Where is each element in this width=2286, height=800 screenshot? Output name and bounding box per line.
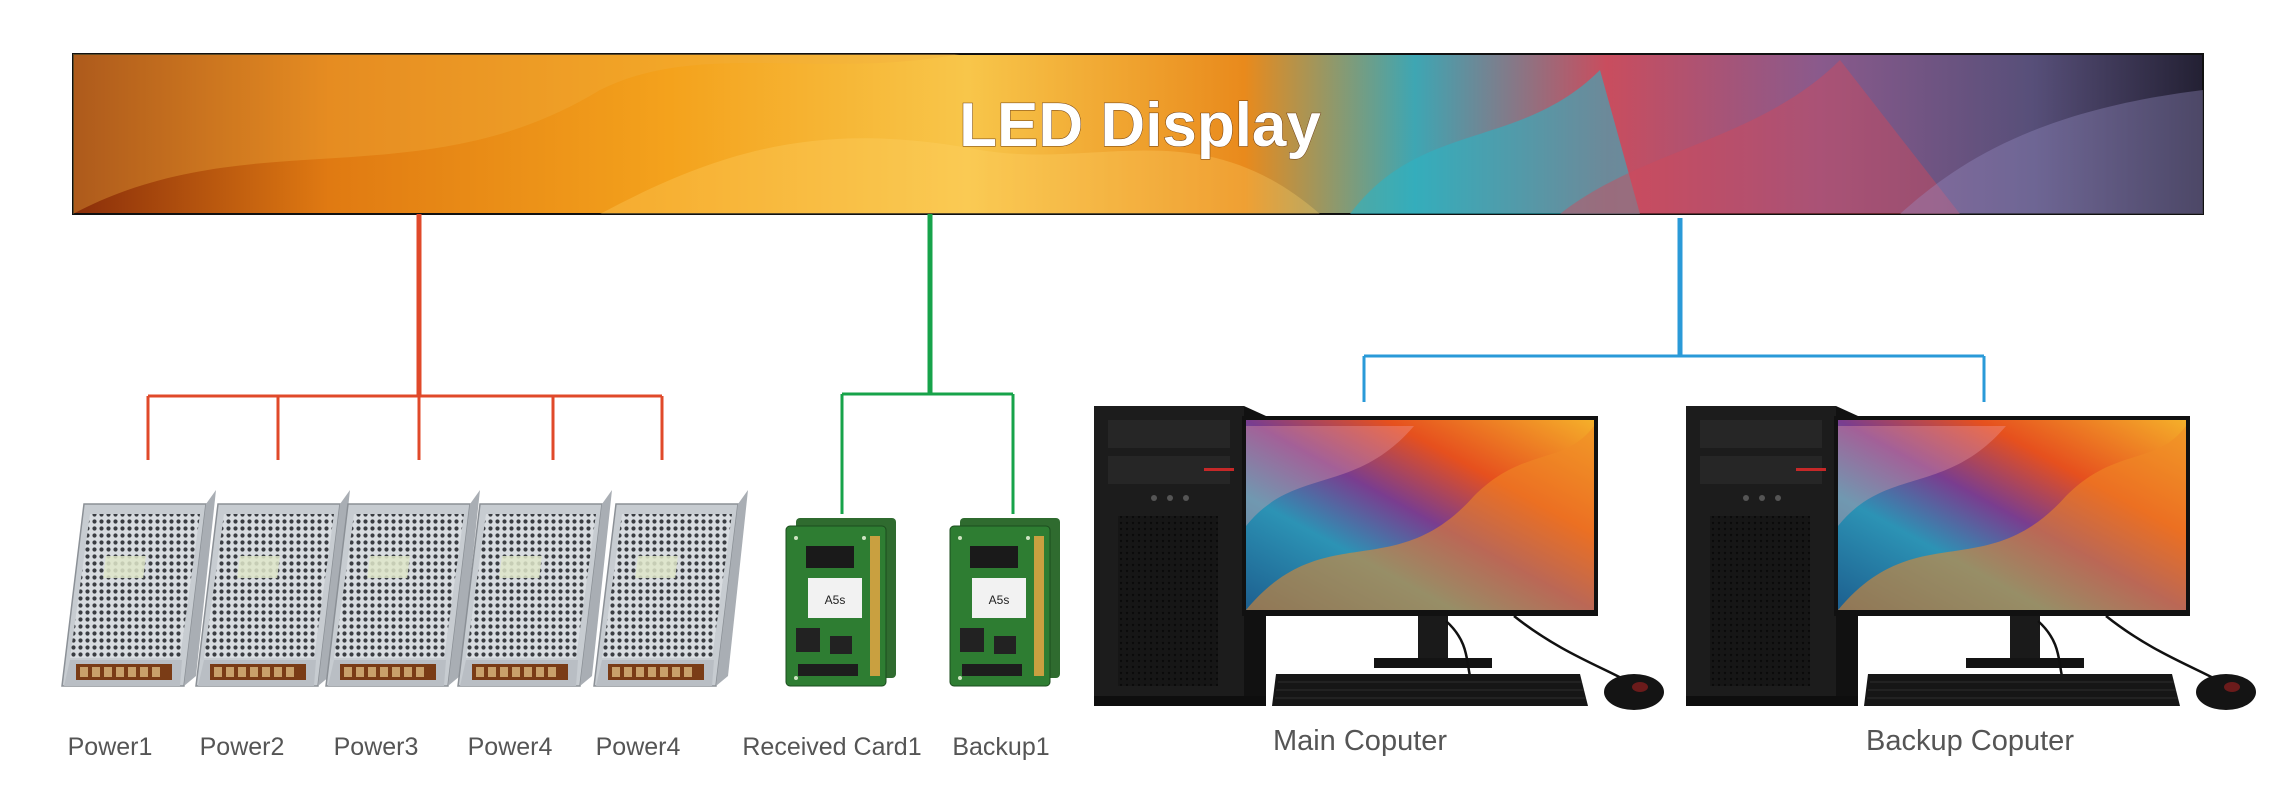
power-label-1: Power1 xyxy=(68,733,153,761)
power-label-2: Power2 xyxy=(200,733,285,761)
desktop-computer-icon xyxy=(1092,404,1666,712)
power-supply-icon xyxy=(61,489,217,687)
receiving-card-backup: A5s Backup1 xyxy=(949,517,1061,761)
power-label-5: Power4 xyxy=(596,733,681,761)
power-supply-4: Power4 xyxy=(457,489,613,761)
power-connectors xyxy=(146,214,664,460)
card-label-main: Received Card1 xyxy=(742,733,921,761)
power-supply-icon xyxy=(593,489,749,687)
card-connectors xyxy=(840,214,1015,514)
power-supply-3: Power3 xyxy=(325,489,481,761)
power-supply-icon xyxy=(325,489,481,687)
power-supply-icon xyxy=(457,489,613,687)
card-label-backup: Backup1 xyxy=(952,733,1049,761)
power-supply-icon xyxy=(195,489,351,687)
backup-computer: Backup Coputer xyxy=(1684,404,2258,757)
card-chip-label: A5s xyxy=(825,593,846,607)
computer-label-main: Main Coputer xyxy=(1273,725,1447,757)
led-display-title: LED Display xyxy=(959,91,1321,160)
card-chip-label: A5s xyxy=(989,593,1010,607)
main-computer: Main Coputer xyxy=(1092,404,1666,757)
desktop-computer-icon xyxy=(1684,404,2258,712)
receiving-card-main: A5s Received Card1 xyxy=(742,517,922,761)
power-label-4: Power4 xyxy=(468,733,553,761)
computer-label-backup: Backup Coputer xyxy=(1866,725,2074,757)
power-label-3: Power3 xyxy=(334,733,419,761)
power-supply-2: Power2 xyxy=(195,489,351,761)
led-display: LED Display xyxy=(72,53,2204,215)
power-supply-1: Power1 xyxy=(61,489,217,761)
power-supply-5: Power4 xyxy=(593,489,749,761)
computer-connectors xyxy=(1362,218,1986,402)
